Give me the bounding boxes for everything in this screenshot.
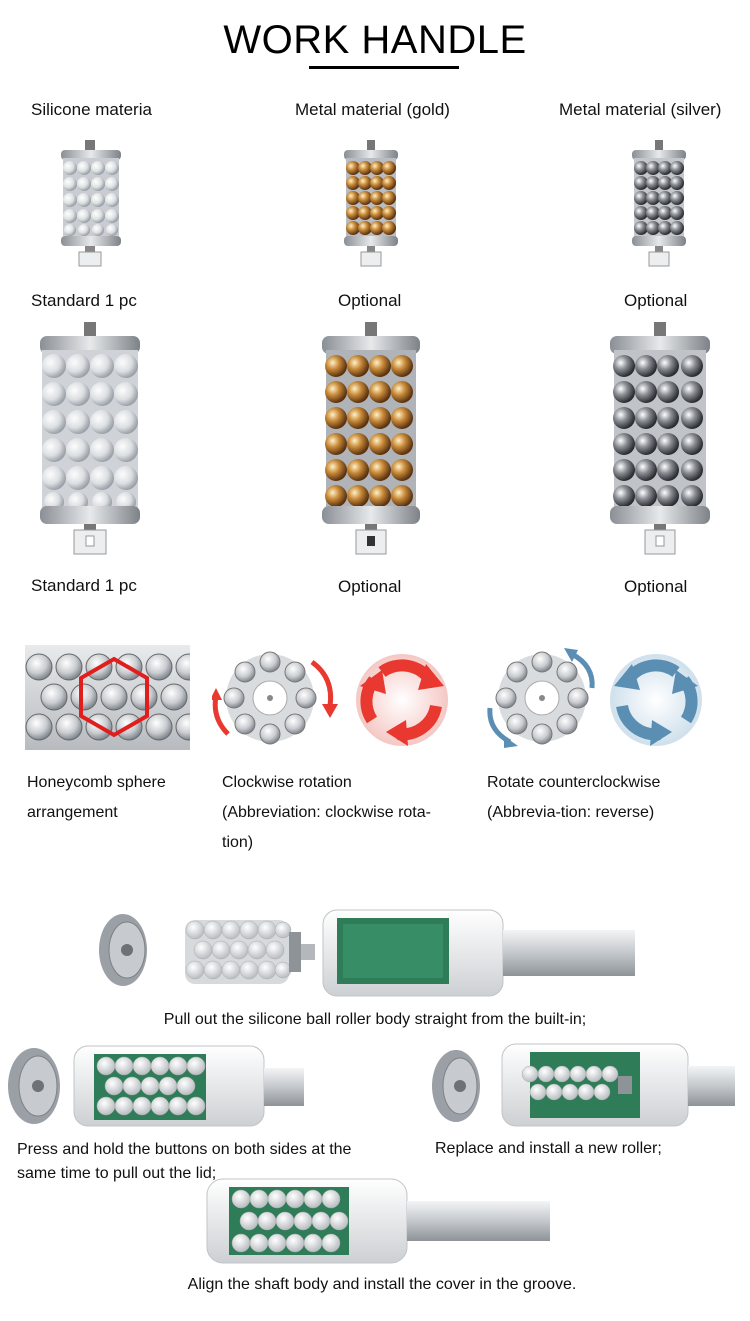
step2-lid-removal-image [8,1045,304,1127]
roller-gold-large-image [322,322,420,555]
status-gold-row1: Optional [338,291,402,310]
status-silicone-row1: Standard 1 pc [31,291,137,310]
feature-clockwise-text: Clockwise rotation (Abbreviation: clockw… [222,774,431,851]
status-gold-row2: Optional [338,577,402,596]
page-title: WORK HANDLE [223,18,527,62]
title-underline [309,66,459,69]
step1-disassembly-image [99,909,635,997]
step3-replace-roller-image [432,1043,735,1127]
roller-silicone-large-image [40,322,140,555]
status-silicone-row2: Standard 1 pc [31,576,137,595]
material-label-silver: Metal material (silver) [559,100,722,119]
clockwise-ring-image [212,651,338,745]
material-label-silicone: Silicone materia [31,100,152,119]
step4-install-cover-image [206,1178,550,1264]
status-silver-row2: Optional [624,577,688,596]
step4-text: Align the shaft body and install the cov… [187,1276,577,1293]
feature-counterclockwise-text: Rotate counterclockwise (Abbrevia-tion: … [487,774,661,821]
feature-honeycomb-text: Honeycomb sphere arrangement [27,774,166,821]
roller-silver-small-image [632,140,686,267]
honeycomb-arrangement-image [25,645,190,750]
step2-text: Press and hold the buttons on both sides… [17,1141,352,1182]
clockwise-arrows-icon [356,654,448,746]
step3-text: Replace and install a new roller; [435,1140,662,1157]
roller-gold-small-image [344,140,398,267]
counterclockwise-arrows-icon [610,654,702,746]
status-silver-row1: Optional [624,291,688,310]
counterclockwise-ring-image [487,648,595,748]
roller-silicone-small-image [61,140,121,267]
step1-text: Pull out the silicone ball roller body s… [163,1011,587,1028]
material-label-gold: Metal material (gold) [295,100,450,119]
roller-silver-large-image [610,322,710,555]
